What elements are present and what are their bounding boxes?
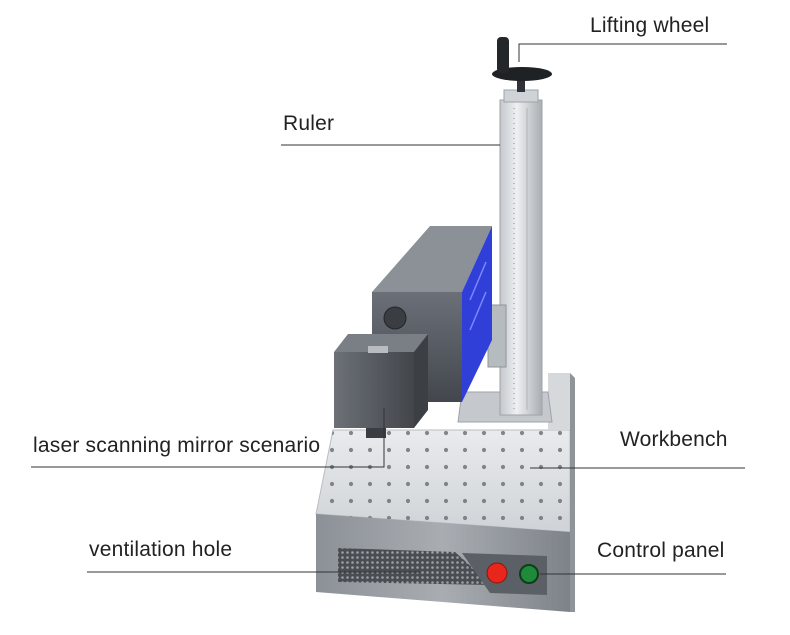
label-workbench: Workbench	[620, 428, 728, 451]
label-control-panel: Control panel	[597, 539, 725, 562]
ventilation-hole	[338, 548, 492, 585]
annotation-lines	[31, 43, 745, 575]
control-panel	[462, 553, 547, 595]
ruler	[499, 89, 543, 416]
green-button	[519, 564, 539, 584]
red-button	[486, 562, 508, 584]
leader-laser-mirror	[31, 408, 385, 468]
label-laser-scanning-mirror: laser scanning mirror scenario	[33, 434, 321, 457]
label-ventilation-hole: ventilation hole	[89, 538, 233, 561]
leader-lifting-wheel	[518, 43, 727, 62]
label-ruler: Ruler	[283, 112, 335, 135]
label-lifting-wheel: Lifting wheel	[590, 14, 710, 37]
laser-scanning-mirror-head	[334, 334, 428, 438]
lifting-wheel	[492, 37, 552, 92]
